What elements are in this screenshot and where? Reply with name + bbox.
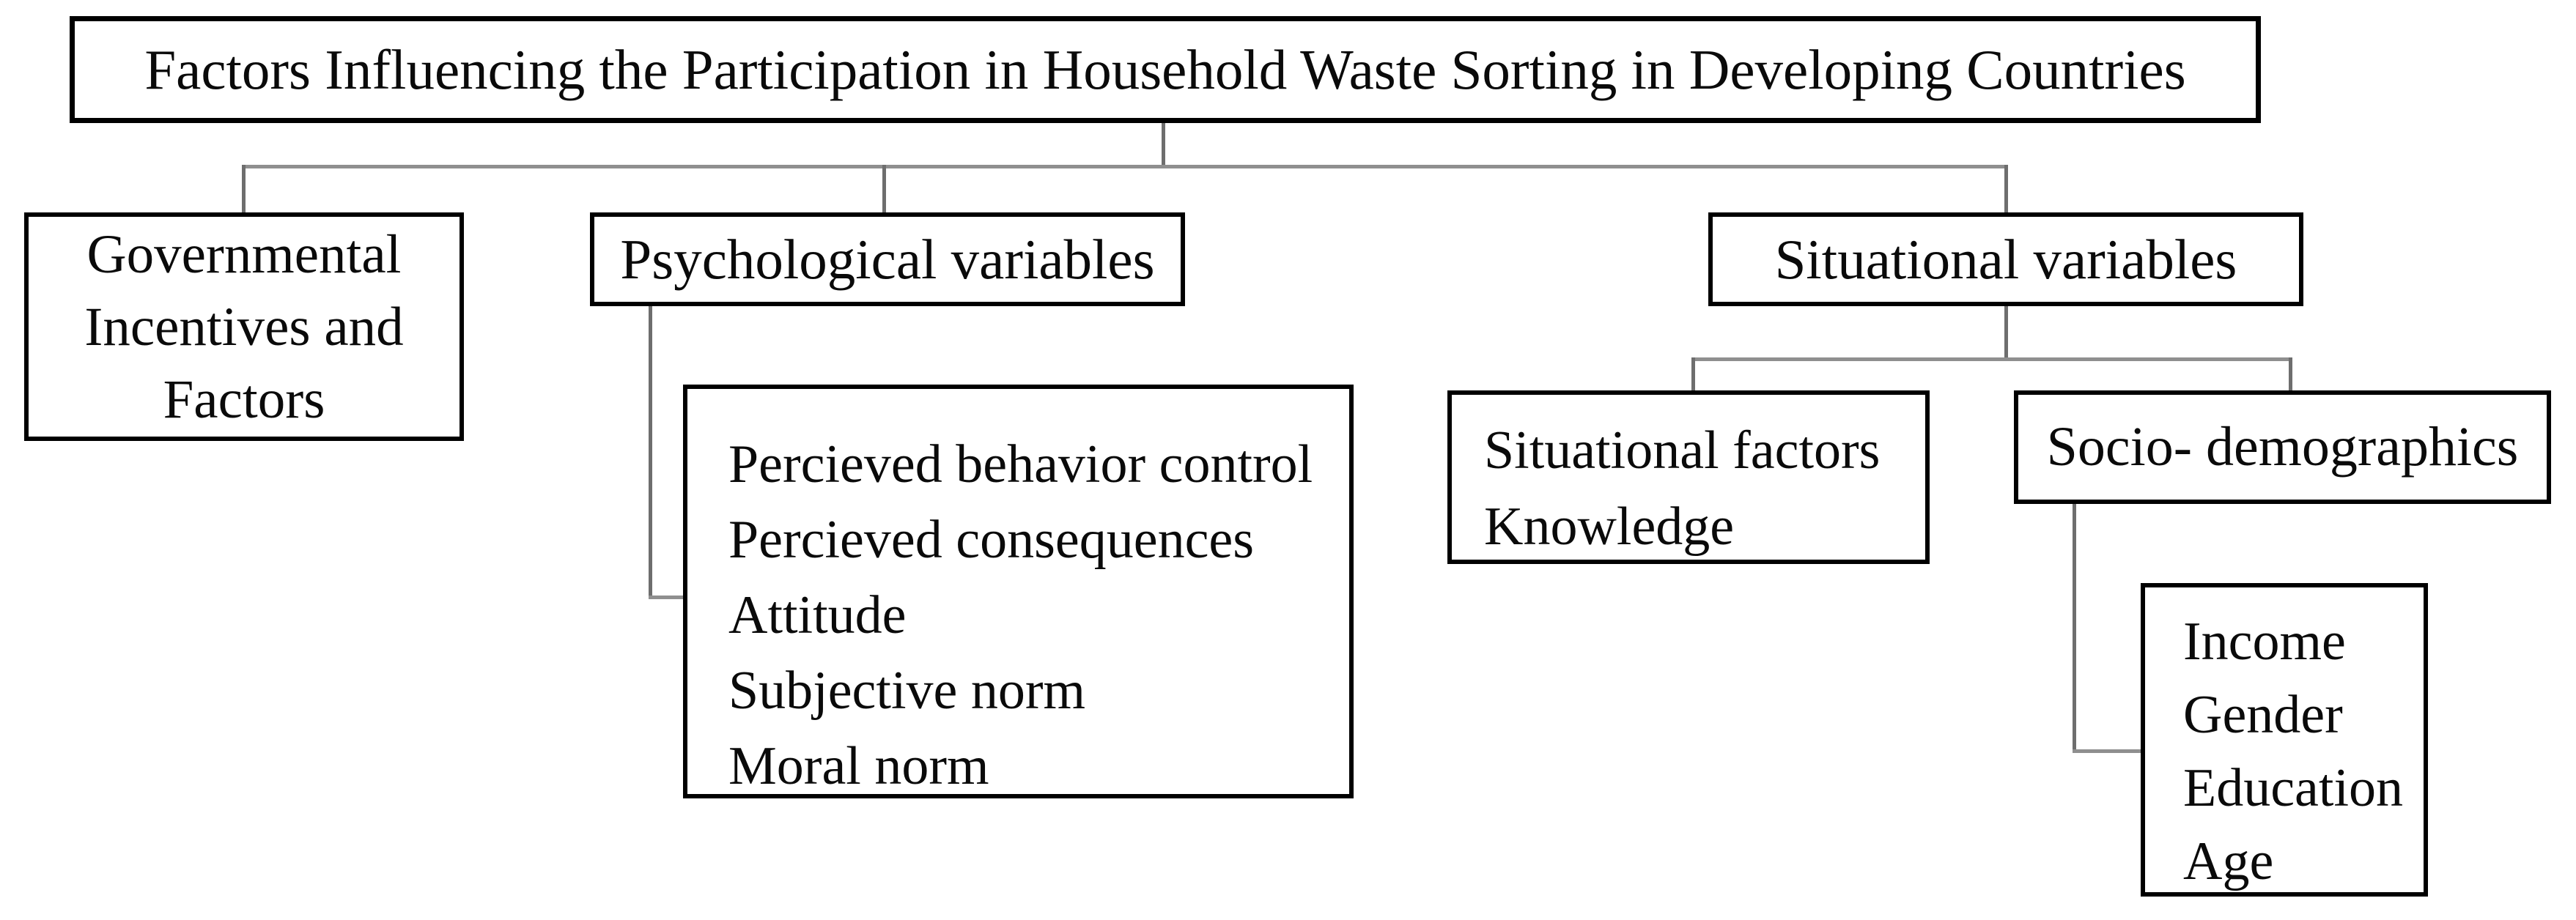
connector-drop-situational-factors: [1691, 357, 1695, 393]
connector-socio-elbow-vertical: [2073, 504, 2076, 753]
connector-level2-branch: [1691, 357, 2292, 361]
connector-drop-situational: [2004, 165, 2008, 212]
connector-psych-elbow-vertical: [649, 306, 652, 599]
situational-factors-line: Knowledge: [1484, 497, 1735, 557]
connector-situational-stub: [2004, 306, 2008, 360]
connector-socio-elbow-horizontal: [2073, 749, 2144, 753]
psych-detail-line: Moral norm: [728, 736, 989, 796]
connector-drop-socio-demographics: [2289, 357, 2292, 393]
node-title: Factors Influencing the Participation in…: [70, 16, 2261, 123]
governmental-line: Incentives and: [84, 296, 404, 357]
socio-demographics-label: Socio- demographics: [2046, 416, 2519, 478]
node-psychological-variables: Psychological variables: [590, 212, 1185, 306]
socio-detail-line: Age: [2183, 831, 2274, 891]
governmental-line: Governmental: [86, 223, 402, 285]
socio-detail-line: Education: [2183, 758, 2404, 818]
node-psychological-detail: Percieved behavior control Percieved con…: [683, 385, 1354, 798]
connector-root-stub: [1162, 123, 1165, 168]
psychological-label: Psychological variables: [620, 227, 1155, 291]
socio-detail-line: Income: [2183, 612, 2346, 672]
node-governmental-incentives: Governmental Incentives and Factors: [24, 212, 464, 441]
node-situational-variables: Situational variables: [1708, 212, 2303, 306]
psych-detail-line: Percieved consequences: [728, 510, 1255, 570]
situational-factors-line: Situational factors: [1484, 420, 1881, 481]
connector-level1-branch: [242, 165, 2008, 168]
psych-detail-line: Percieved behavior control: [728, 434, 1313, 494]
node-socio-demographics: Socio- demographics: [2014, 390, 2551, 504]
governmental-line: Factors: [163, 368, 325, 430]
node-socio-detail: Income Gender Education Age: [2141, 583, 2428, 897]
connector-drop-governmental: [242, 165, 246, 212]
node-situational-factors: Situational factors Knowledge: [1447, 390, 1930, 564]
connector-drop-psychological: [882, 165, 886, 212]
situational-label: Situational variables: [1774, 227, 2237, 291]
psych-detail-line: Subjective norm: [728, 661, 1086, 721]
diagram-title: Factors Influencing the Participation in…: [144, 37, 2186, 101]
psych-detail-line: Attitude: [728, 585, 907, 645]
socio-detail-line: Gender: [2183, 685, 2343, 745]
connector-psych-elbow-horizontal: [649, 596, 687, 599]
